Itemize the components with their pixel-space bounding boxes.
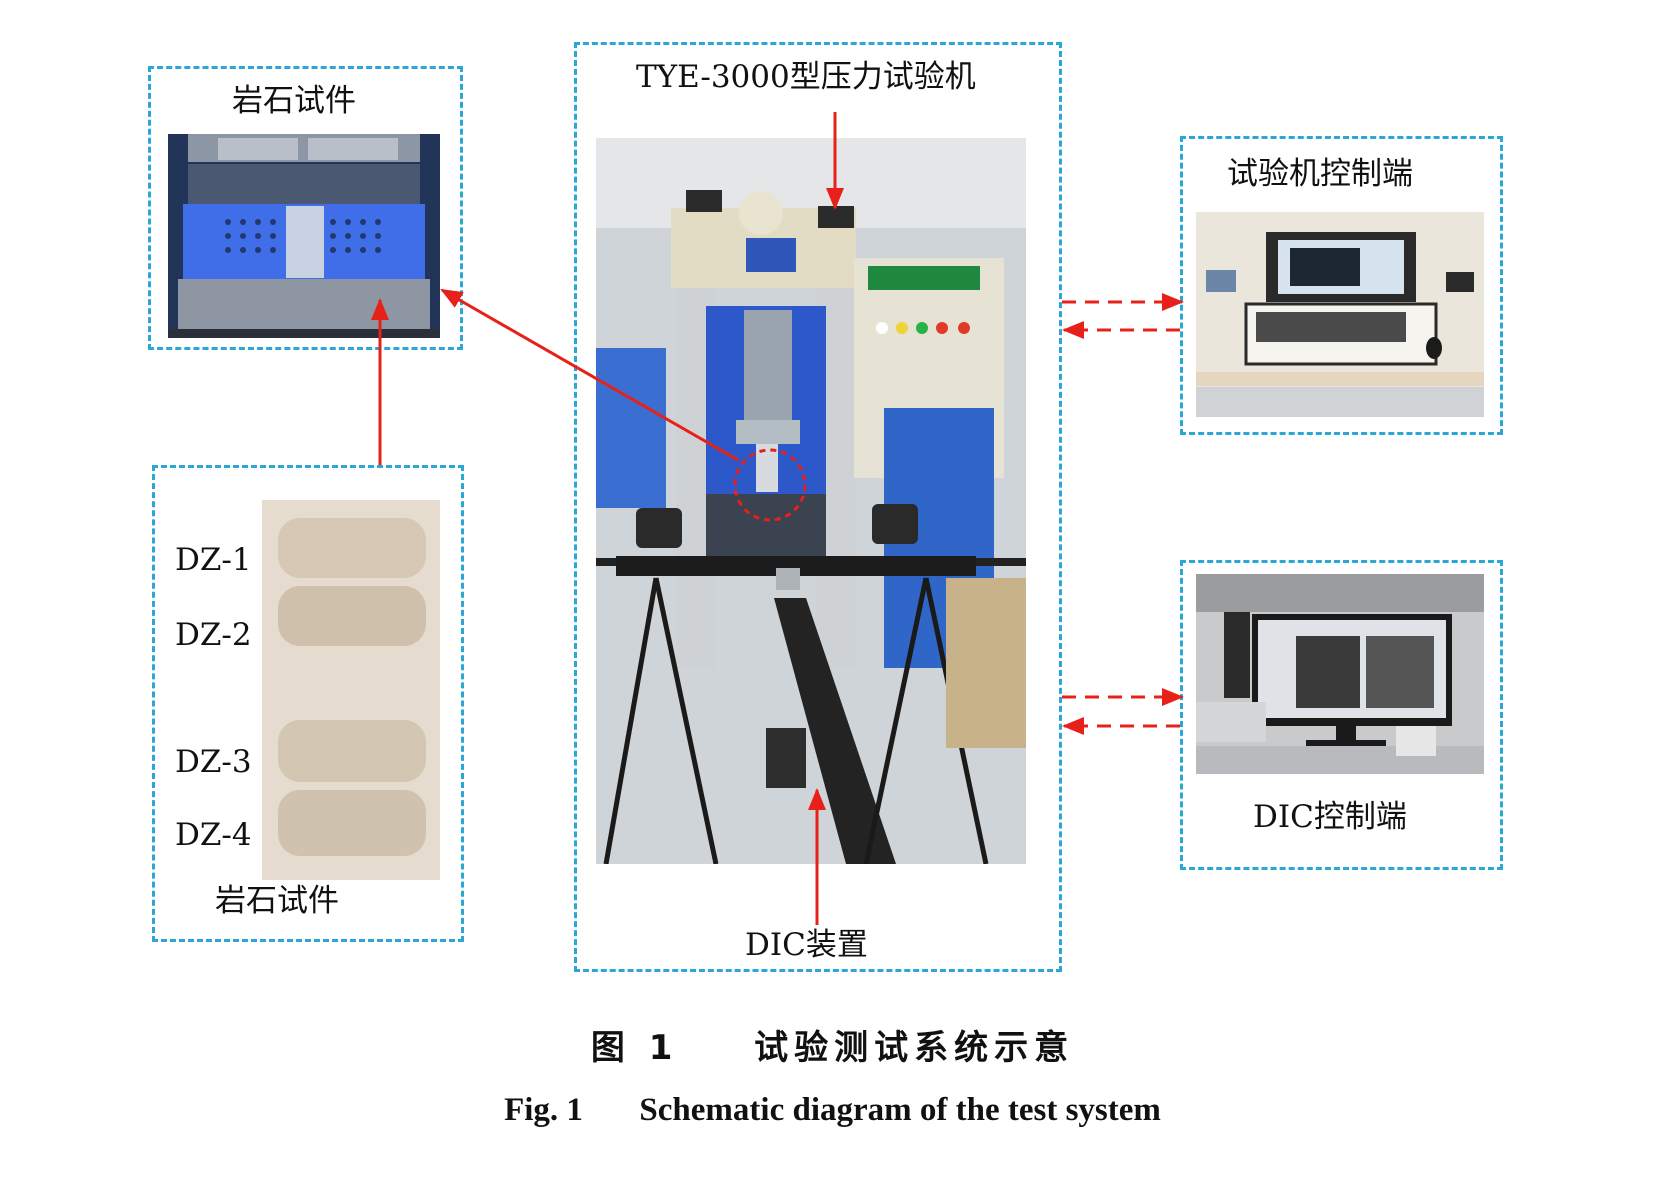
press-machine-label: TYE-3000型压力试验机 (636, 59, 976, 95)
specimen-label: DZ-2 (175, 617, 252, 653)
specimen-label: DZ-4 (175, 817, 252, 853)
press-machine-frame (574, 42, 1062, 972)
machine-control-label: 试验机控制端 (1227, 156, 1413, 192)
figure-title-cn: 试验测试系统示意 (754, 1028, 1075, 1068)
machine-control-photo (1196, 212, 1484, 417)
machine-control-frame (1180, 136, 1503, 435)
rock-specimen-closeup-photo (168, 134, 440, 338)
press-machine-photo (596, 138, 1026, 864)
dic-control-label: DIC控制端 (1253, 799, 1407, 835)
figure-number-en: Fig. 1 (504, 1092, 583, 1128)
specimen-label: DZ-3 (175, 744, 252, 780)
rock-specimen-closeup-frame (148, 66, 463, 350)
dic-control-photo (1196, 574, 1484, 774)
dic-device-label: DIC装置 (745, 927, 868, 963)
figure-caption-en: Fig. 1 Schematic diagram of the test sys… (0, 1092, 1665, 1129)
rock-specimens-frame (152, 465, 464, 942)
rock-specimens-photo (262, 500, 440, 880)
figure-title-en: Schematic diagram of the test system (639, 1092, 1161, 1128)
rock-specimen-label-top: 岩石试件 (232, 83, 356, 119)
specimen-label: DZ-1 (175, 542, 252, 578)
rock-specimen-label-bottom: 岩石试件 (215, 883, 339, 919)
figure-number-cn: 图 1 (590, 1028, 679, 1068)
dic-control-frame (1180, 560, 1503, 870)
figure-caption-cn: 图 1 试验测试系统示意 (0, 1020, 1665, 1069)
